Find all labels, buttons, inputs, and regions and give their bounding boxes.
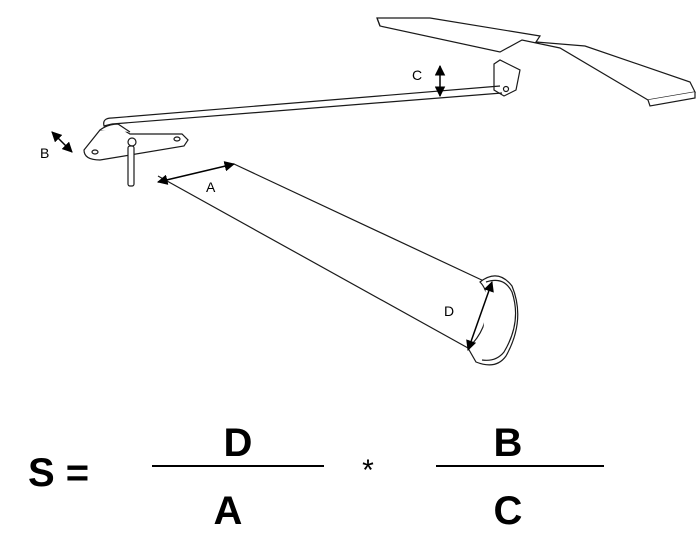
dimension-a xyxy=(156,161,236,185)
push-rod xyxy=(103,85,503,127)
pivot-pin xyxy=(127,145,135,187)
formula-denominator-1: A xyxy=(214,489,243,533)
label-b: B xyxy=(40,145,49,161)
formula-numerator-1: D xyxy=(224,421,253,465)
label-d: D xyxy=(444,303,454,319)
formula-operator: * xyxy=(362,454,374,487)
formula-numerator-2: B xyxy=(494,421,523,465)
wind-vane xyxy=(376,17,696,107)
label-c: C xyxy=(412,67,422,83)
dimension-d xyxy=(466,281,494,351)
link-plate xyxy=(83,123,189,161)
pendulum-arm xyxy=(157,163,487,349)
ratio-formula: S = D A * B C xyxy=(28,421,604,533)
formula-lhs: S = xyxy=(28,451,89,495)
pendulum-blade xyxy=(467,275,519,366)
label-a: A xyxy=(206,179,216,195)
vane-bracket xyxy=(493,59,521,97)
formula-denominator-2: C xyxy=(494,489,523,533)
dimension-b xyxy=(51,131,73,153)
